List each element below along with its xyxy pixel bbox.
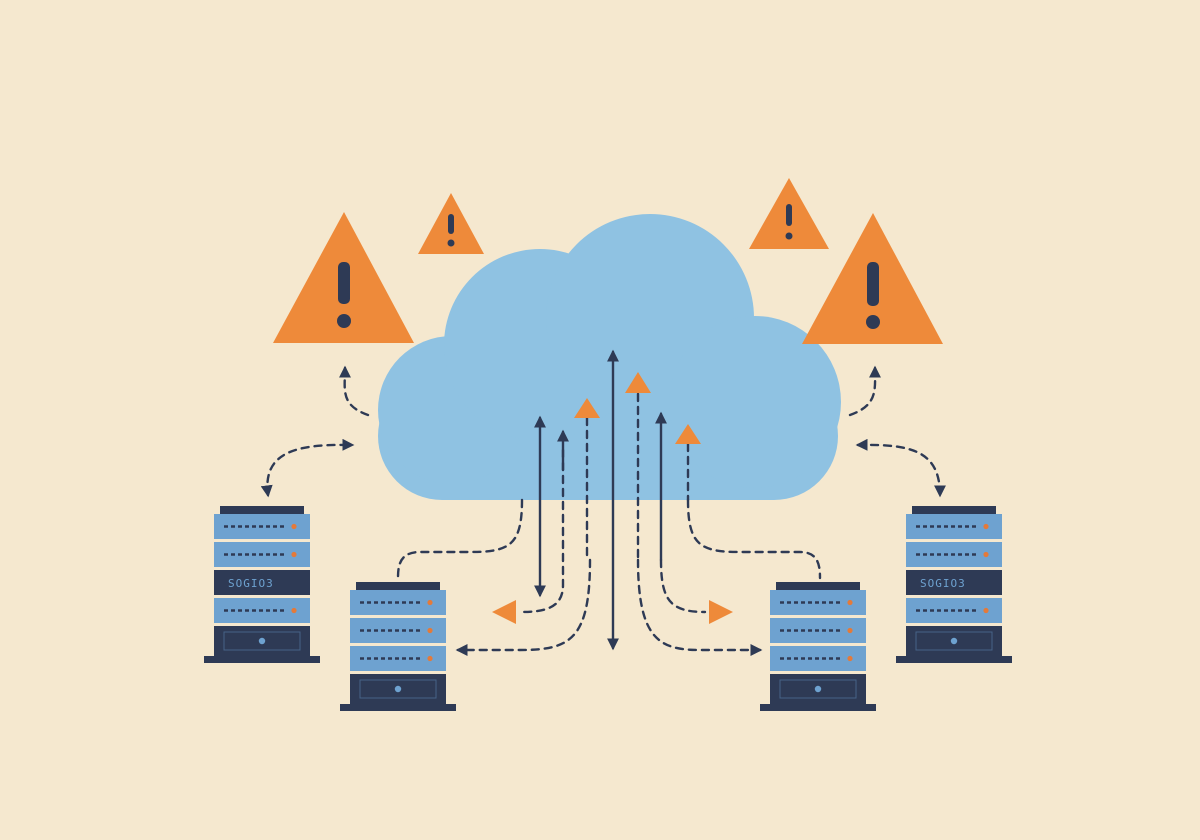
connector-cloud-to-inner-right-server [686, 498, 822, 580]
server-power-led [950, 637, 958, 645]
server-foot [204, 656, 320, 663]
server-power-led [394, 685, 402, 693]
server-status-led [291, 523, 297, 530]
server-top-cap [220, 506, 304, 514]
connector-to-orange-left [518, 448, 565, 614]
server-status-led [983, 523, 989, 530]
server-status-led [427, 599, 433, 606]
connector-to-orange-right [659, 558, 707, 614]
server-status-led [847, 627, 853, 634]
connector-inner-left-server-link [455, 558, 592, 656]
server-foot [340, 704, 456, 711]
server-status-led [291, 551, 297, 558]
orange-flow-triangle-1 [574, 398, 600, 418]
server-display-unit [214, 570, 310, 595]
orange-flow-triangle-2 [625, 372, 651, 393]
server-power-led [258, 637, 266, 645]
server-status-led [983, 607, 989, 614]
connector-cloud-to-inner-left-server [396, 498, 524, 580]
server-display-label: SOGIO3 [920, 577, 966, 590]
server-status-led [847, 655, 853, 662]
server-top-cap [912, 506, 996, 514]
server-status-led [983, 551, 989, 558]
server-display-label: SOGIO3 [228, 577, 274, 590]
warning-triangle-large-right [802, 213, 943, 344]
connector-server-right-to-cloud [855, 438, 946, 498]
connector-server-left-to-cloud [260, 438, 355, 498]
connector-inner-right-server-link [636, 558, 763, 656]
orange-flow-triangle-3 [675, 424, 701, 444]
server-rack-icon-inner-right [760, 582, 876, 711]
server-foot [896, 656, 1012, 663]
server-rack-icon-inner-left [340, 582, 456, 711]
server-top-cap [356, 582, 440, 590]
warning-triangle-large-left [273, 212, 414, 343]
warning-triangle-small-right [749, 178, 829, 249]
server-status-led [291, 607, 297, 614]
server-power-led [814, 685, 822, 693]
connector-right-to-warning [848, 365, 882, 417]
server-status-led [427, 627, 433, 634]
server-rack-icon-outer-left: SOGIO3 [204, 506, 320, 663]
server-rack-icon-outer-right: SOGIO3 [896, 506, 1012, 663]
server-foot [760, 704, 876, 711]
server-status-led [847, 599, 853, 606]
orange-side-triangle-left [492, 600, 516, 624]
warning-triangle-small-left [418, 193, 484, 254]
orange-side-triangle-right [709, 600, 733, 624]
server-top-cap [776, 582, 860, 590]
server-display-unit [906, 570, 1002, 595]
server-status-led [427, 655, 433, 662]
connector-left-to-warning [338, 365, 370, 417]
